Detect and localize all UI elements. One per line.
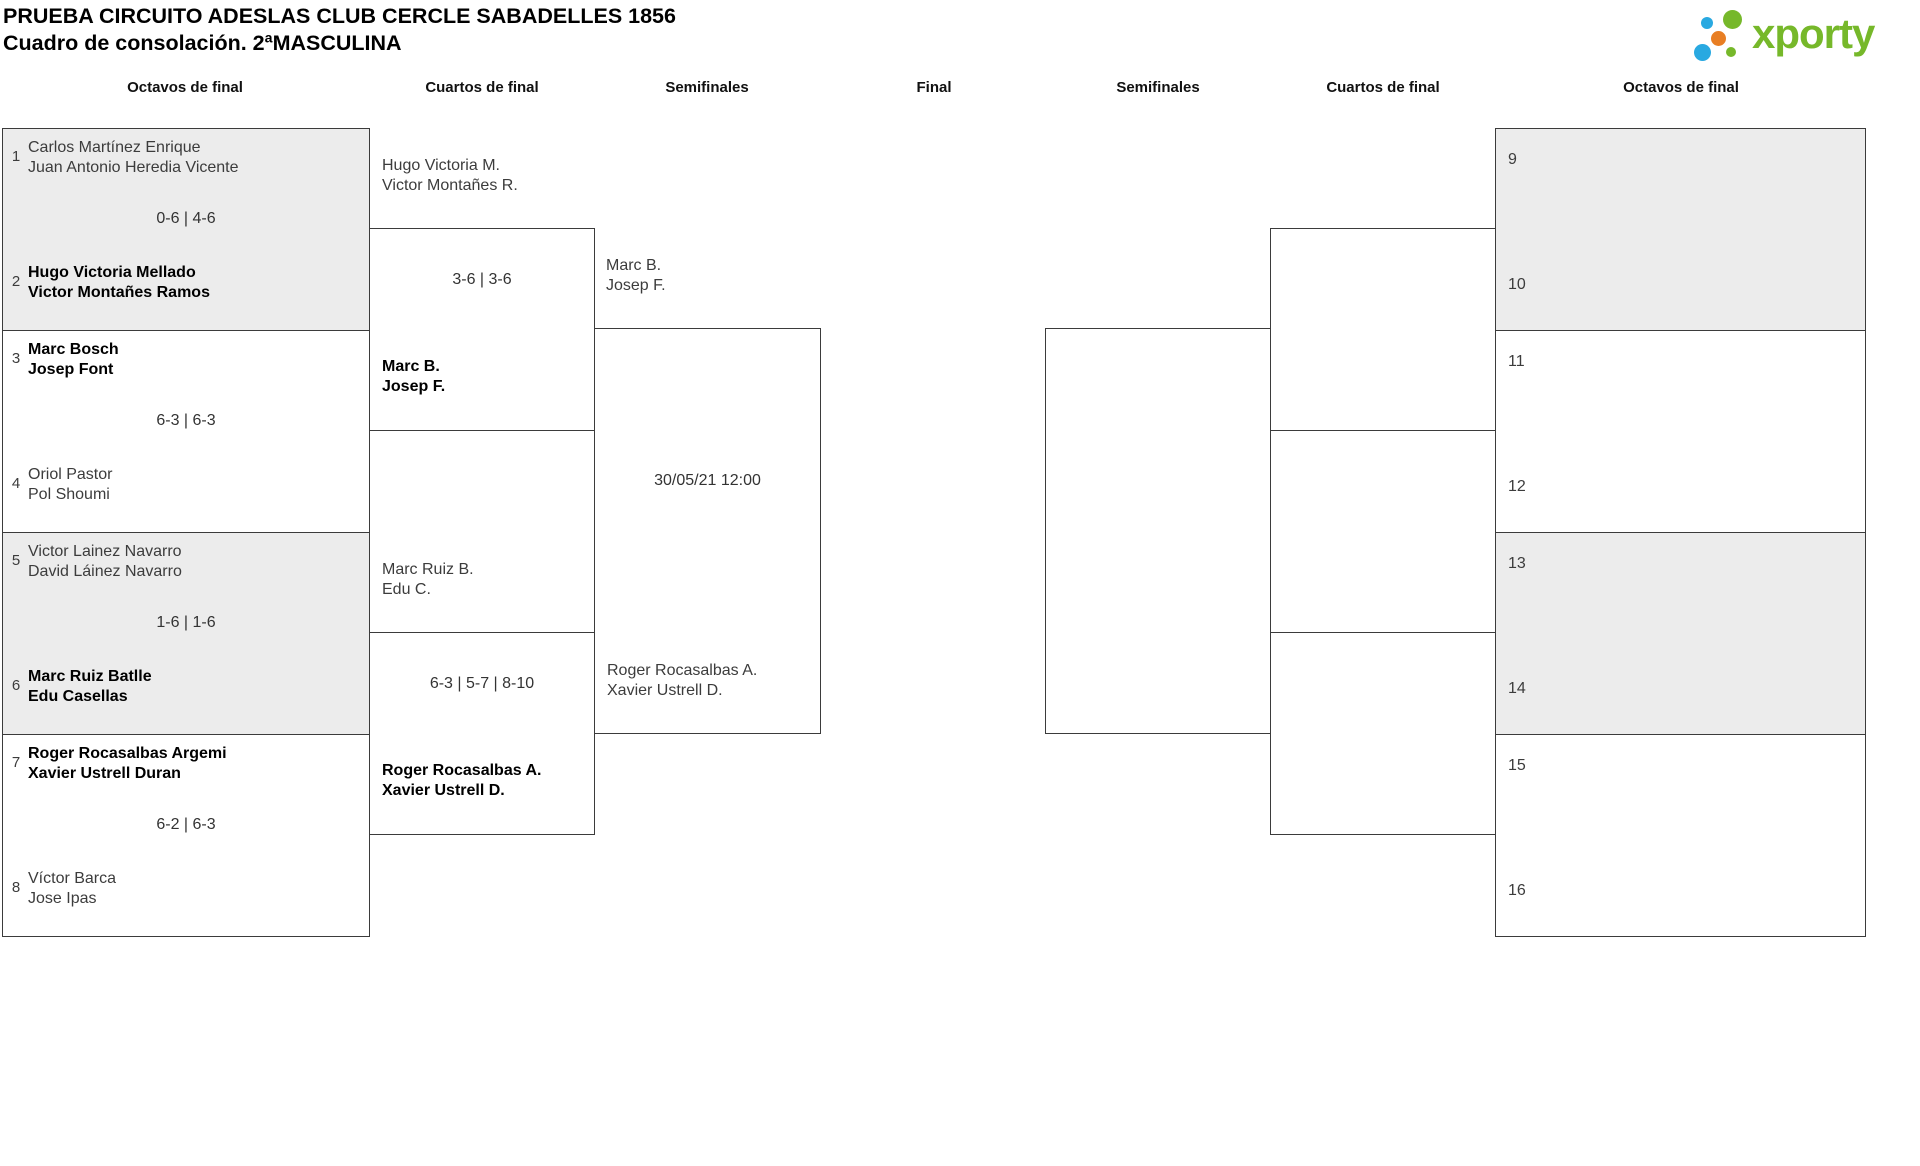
team-name-line: Edu Casellas bbox=[28, 688, 128, 705]
bracket-subtitle: Cuadro de consolación. 2ªMASCULINA bbox=[3, 31, 402, 55]
match-r16-left-3[interactable]: 5 Victor Lainez Navarro David Láinez Nav… bbox=[2, 532, 370, 735]
match-r16-right-4[interactable]: 15 16 bbox=[1495, 734, 1866, 937]
header-semis-right: Semifinales bbox=[1116, 79, 1200, 96]
team-name-line: Hugo Victoria M. bbox=[382, 157, 500, 174]
team-pair-winner: Hugo Victoria Mellado Victor Montañes Ra… bbox=[28, 263, 210, 303]
team-name-line: Victor Lainez Navarro bbox=[28, 543, 182, 560]
match-r16-left-1[interactable]: 1 Carlos Martínez Enrique Juan Antonio H… bbox=[2, 128, 370, 331]
team-pair-winner: Marc B. Josep F. bbox=[382, 357, 445, 397]
seed-number: 5 bbox=[11, 552, 21, 569]
match-r16-right-2[interactable]: 11 12 bbox=[1495, 330, 1866, 533]
match-score: 6-3 | 5-7 | 8-10 bbox=[429, 675, 535, 692]
team-pair: Oriol Pastor Pol Shoumi bbox=[28, 465, 112, 505]
seed-number: 6 bbox=[11, 677, 21, 694]
team-name-line: Josep F. bbox=[606, 277, 666, 294]
match-r16-left-2[interactable]: 3 Marc Bosch Josep Font 6-3 | 6-3 4 Orio… bbox=[2, 330, 370, 533]
qf1-top-team: Hugo Victoria M. Victor Montañes R. bbox=[382, 156, 518, 196]
team-name-line: Pol Shoumi bbox=[28, 486, 110, 503]
team-name-line: Oriol Pastor bbox=[28, 466, 113, 483]
team-name-line: Edu C. bbox=[382, 581, 431, 598]
team-pair: Víctor Barca Jose Ipas bbox=[28, 869, 116, 909]
seed-number: 1 bbox=[11, 148, 21, 165]
match-score: 0-6 | 4-6 bbox=[156, 210, 216, 227]
team-pair: Victor Lainez Navarro David Láinez Navar… bbox=[28, 542, 182, 582]
slot-number: 13 bbox=[1508, 555, 1526, 572]
logo-dot-icon bbox=[1694, 44, 1711, 61]
header-semis-left: Semifinales bbox=[665, 79, 749, 96]
team-name-line: Josep Font bbox=[28, 361, 114, 378]
match-sf-right[interactable] bbox=[1045, 328, 1271, 734]
match-qf-left-2[interactable]: 6-3 | 5-7 | 8-10 Roger Rocasalbas A. Xav… bbox=[369, 632, 595, 835]
match-r16-right-3[interactable]: 13 14 bbox=[1495, 532, 1866, 735]
team-name-line: Xavier Ustrell Duran bbox=[28, 765, 181, 782]
match-qf-right-1[interactable] bbox=[1270, 228, 1496, 431]
seed-number: 2 bbox=[11, 273, 21, 290]
team-name-line: Roger Rocasalbas Argemi bbox=[28, 745, 227, 762]
header-octavos-left: Octavos de final bbox=[127, 79, 243, 96]
tournament-title: PRUEBA CIRCUITO ADESLAS CLUB CERCLE SABA… bbox=[3, 4, 676, 28]
seed-number: 4 bbox=[11, 475, 21, 492]
team-name-line: Victor Montañes Ramos bbox=[28, 284, 210, 301]
seed-number: 7 bbox=[11, 754, 21, 771]
team-name-line: Victor Montañes R. bbox=[382, 177, 518, 194]
header-final: Final bbox=[916, 79, 952, 96]
seed-number: 3 bbox=[11, 350, 21, 367]
match-score: 3-6 | 3-6 bbox=[452, 271, 512, 288]
slot-number: 14 bbox=[1508, 680, 1526, 697]
logo-dot-icon bbox=[1723, 10, 1742, 29]
team-pair-winner: Roger Rocasalbas Argemi Xavier Ustrell D… bbox=[28, 744, 227, 784]
header-octavos-right: Octavos de final bbox=[1623, 79, 1739, 96]
team-pair-winner: Roger Rocasalbas A. Xavier Ustrell D. bbox=[382, 761, 541, 801]
slot-number: 16 bbox=[1508, 882, 1526, 899]
team-name-line: Marc B. bbox=[606, 257, 662, 274]
team-name-line: Marc Ruiz Batlle bbox=[28, 668, 152, 685]
match-qf-right-2[interactable] bbox=[1270, 632, 1496, 835]
logo-dot-icon bbox=[1711, 31, 1726, 46]
xporty-wordmark: xporty bbox=[1752, 10, 1875, 57]
slot-number: 9 bbox=[1508, 151, 1517, 168]
team-pair: Roger Rocasalbas A. Xavier Ustrell D. bbox=[607, 661, 757, 701]
team-name-line: Josep F. bbox=[382, 378, 446, 395]
team-name-line: Juan Antonio Heredia Vicente bbox=[28, 159, 239, 176]
match-r16-right-1[interactable]: 9 10 bbox=[1495, 128, 1866, 331]
match-datetime: 30/05/21 12:00 bbox=[654, 472, 761, 489]
logo-dot-icon bbox=[1701, 17, 1713, 29]
match-score: 1-6 | 1-6 bbox=[156, 614, 216, 631]
team-name-line: Xavier Ustrell D. bbox=[607, 682, 723, 699]
xporty-logo[interactable]: xporty bbox=[1690, 0, 1920, 72]
match-score: 6-3 | 6-3 bbox=[156, 412, 216, 429]
team-name-line: Carlos Martínez Enrique bbox=[28, 139, 201, 156]
team-name-line: Víctor Barca bbox=[28, 870, 117, 887]
team-name-line: Hugo Victoria Mellado bbox=[28, 264, 196, 281]
team-pair: Carlos Martínez Enrique Juan Antonio Her… bbox=[28, 138, 239, 178]
team-name-line: Jose Ipas bbox=[28, 890, 97, 907]
slot-number: 11 bbox=[1508, 353, 1525, 370]
team-name-line: David Láinez Navarro bbox=[28, 563, 182, 580]
team-name-line: Xavier Ustrell D. bbox=[382, 782, 505, 799]
match-score: 6-2 | 6-3 bbox=[156, 816, 216, 833]
sf-top-team: Marc B. Josep F. bbox=[606, 256, 666, 296]
header-cuartos-right: Cuartos de final bbox=[1326, 79, 1440, 96]
slot-number: 12 bbox=[1508, 478, 1526, 495]
seed-number: 8 bbox=[11, 879, 21, 896]
team-name-line: Marc Bosch bbox=[28, 341, 119, 358]
qf2-top-team: Marc Ruiz B. Edu C. bbox=[382, 560, 474, 600]
team-name-line: Marc Ruiz B. bbox=[382, 561, 474, 578]
team-pair-winner: Marc Ruiz Batlle Edu Casellas bbox=[28, 667, 152, 707]
team-name-line: Marc B. bbox=[382, 358, 440, 375]
slot-number: 10 bbox=[1508, 276, 1526, 293]
team-name-line: Roger Rocasalbas A. bbox=[382, 762, 542, 779]
slot-number: 15 bbox=[1508, 757, 1526, 774]
header-cuartos-left: Cuartos de final bbox=[425, 79, 539, 96]
team-name-line: Roger Rocasalbas A. bbox=[607, 662, 758, 679]
team-pair-winner: Marc Bosch Josep Font bbox=[28, 340, 119, 380]
match-qf-left-1[interactable]: 3-6 | 3-6 Marc B. Josep F. bbox=[369, 228, 595, 431]
logo-dot-icon bbox=[1726, 47, 1736, 57]
match-sf-left[interactable]: 30/05/21 12:00 Roger Rocasalbas A. Xavie… bbox=[594, 328, 821, 734]
match-r16-left-4[interactable]: 7 Roger Rocasalbas Argemi Xavier Ustrell… bbox=[2, 734, 370, 937]
